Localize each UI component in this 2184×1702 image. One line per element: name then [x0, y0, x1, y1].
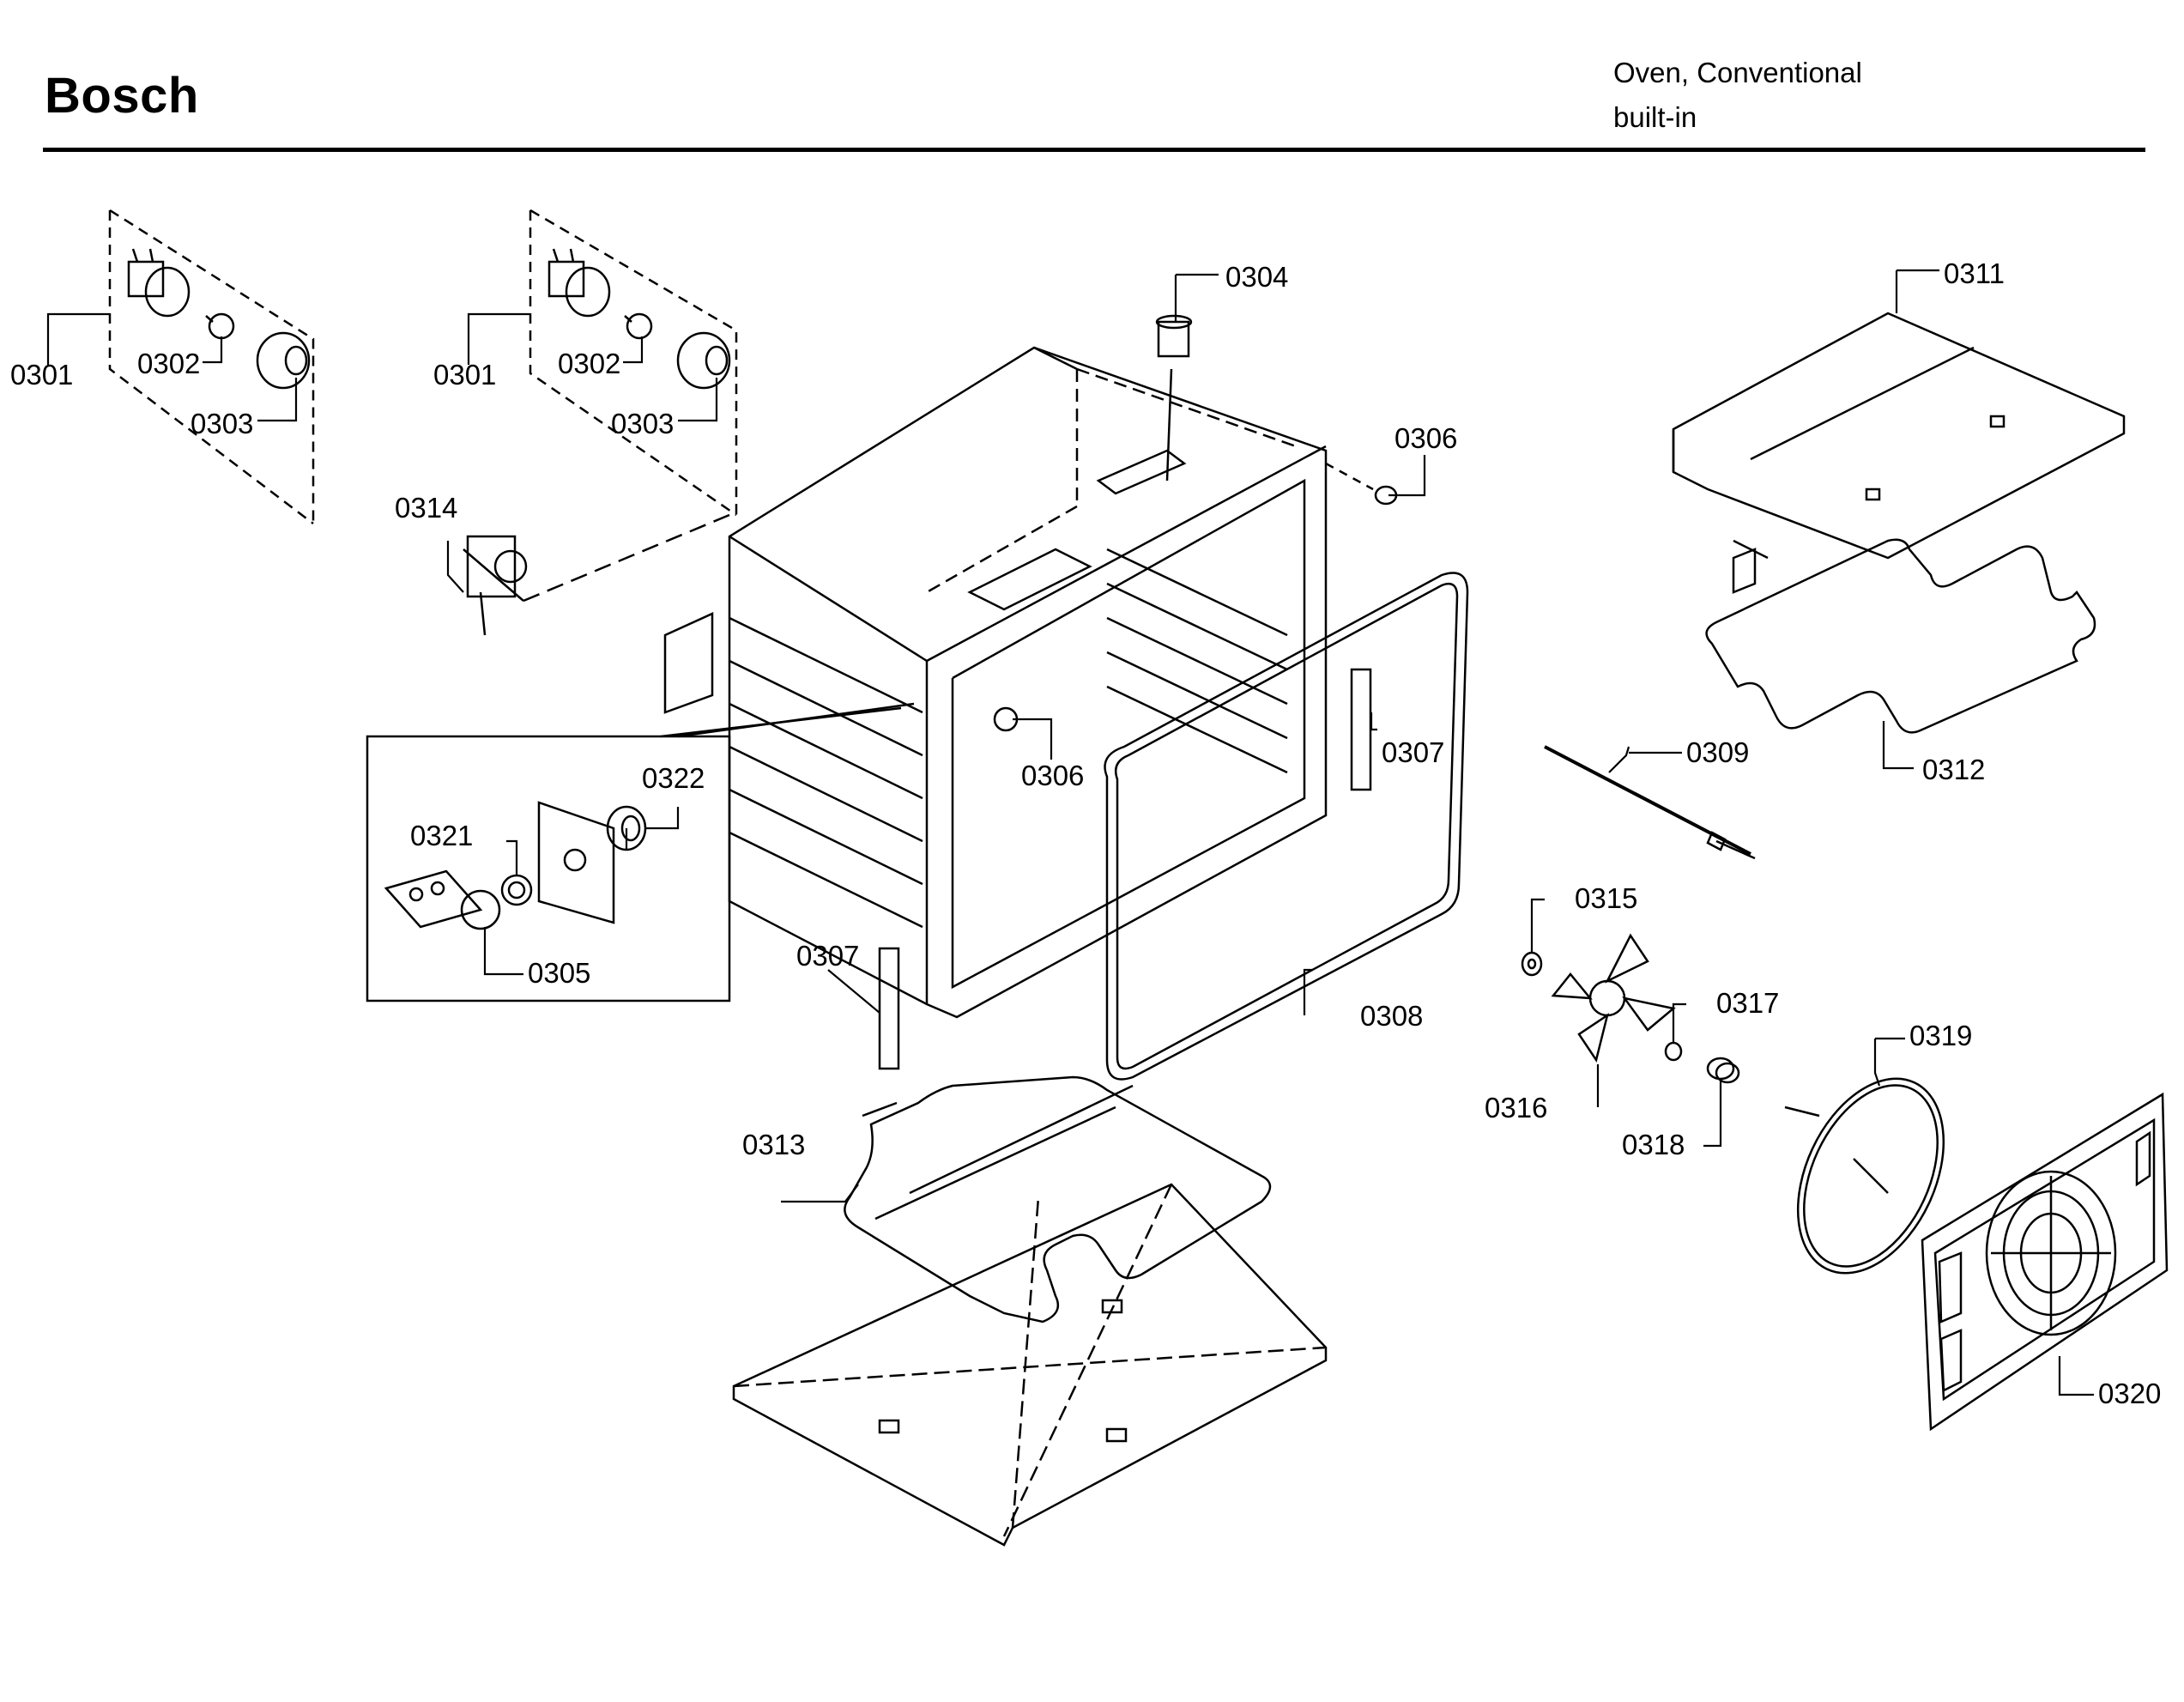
convection-element-ring-icon: [1784, 1077, 1945, 1275]
label-0313: 0313: [742, 1129, 805, 1160]
bottom-panel-icon: [732, 1183, 1328, 1547]
door-seal-icon: [1104, 572, 1469, 1081]
label-0309: 0309: [1686, 736, 1749, 768]
label-0311: 0311: [1944, 257, 2005, 289]
label-0318: 0318: [1622, 1129, 1685, 1160]
label-0304: 0304: [1225, 261, 1288, 293]
gasket-ring-icon: [500, 874, 533, 906]
bake-element-icon: [844, 1075, 1272, 1323]
oven-cavity: [663, 346, 1328, 1019]
label-0308: 0308: [1360, 1000, 1423, 1032]
washer-icon: [1521, 951, 1543, 977]
rear-fan-cover-icon: [1921, 1092, 2169, 1432]
fan-blade-icon: [1551, 933, 1676, 1063]
label-0317: 0317: [1716, 987, 1779, 1019]
door-bumper-icon: [1325, 462, 1398, 506]
label-0320: 0320: [2098, 1378, 2161, 1409]
rack-guide-right-icon: [1350, 668, 1372, 791]
leader-lines: [46, 269, 2094, 1396]
temperature-sensor-icon: [1544, 745, 1756, 860]
label-0303: 0303: [191, 408, 253, 439]
label-0322: 0322: [642, 762, 705, 794]
part-number-labels: 0301 0302 0303 0301 0302 0303 0304 0306 …: [10, 257, 2161, 1409]
lamp-lens-icon: [676, 331, 731, 390]
label-0314: 0314: [395, 492, 457, 524]
nut-icon: [1664, 1041, 1683, 1062]
light-bulb-icon: [624, 312, 653, 340]
brand-title: Bosch: [45, 68, 199, 124]
label-0306: 0306: [1394, 422, 1457, 454]
light-bulb-icon: [205, 312, 235, 340]
rack-guide-left-icon: [878, 947, 900, 1070]
thermostat-switch-icon: [384, 869, 501, 930]
lamp-lens-icon: [256, 331, 311, 390]
appliance-install: built-in: [1613, 101, 1697, 133]
label-0302: 0302: [137, 348, 200, 379]
label-0302: 0302: [558, 348, 620, 379]
header-divider: [43, 148, 2145, 152]
convection-motor-icon: [463, 513, 730, 636]
lamp-assembly-left: [108, 209, 315, 524]
top-heater-cover-icon: [1672, 312, 2126, 560]
label-0319: 0319: [1909, 1020, 1972, 1051]
lamp-socket-icon: [127, 248, 191, 318]
label-0306: 0306: [1021, 760, 1084, 791]
label-0307: 0307: [796, 940, 859, 972]
label-0316: 0316: [1485, 1092, 1547, 1124]
vent-fitting-icon: [1155, 314, 1193, 358]
spacer-icon: [1706, 1057, 1740, 1084]
label-0303: 0303: [611, 408, 674, 439]
label-0305: 0305: [528, 957, 590, 989]
label-0315: 0315: [1575, 882, 1637, 914]
broil-element-icon: [1705, 538, 2096, 734]
label-0301: 0301: [433, 359, 496, 391]
label-0307: 0307: [1382, 736, 1444, 768]
label-0321: 0321: [410, 820, 473, 851]
label-0312: 0312: [1922, 754, 1985, 785]
label-0301: 0301: [10, 359, 73, 391]
appliance-type: Oven, Conventional: [1613, 57, 1862, 88]
thermostat-callout-box: [366, 702, 915, 1002]
mounting-plate-icon: [537, 801, 615, 924]
lamp-socket-icon: [548, 248, 611, 318]
lamp-assembly-right: [529, 209, 738, 517]
